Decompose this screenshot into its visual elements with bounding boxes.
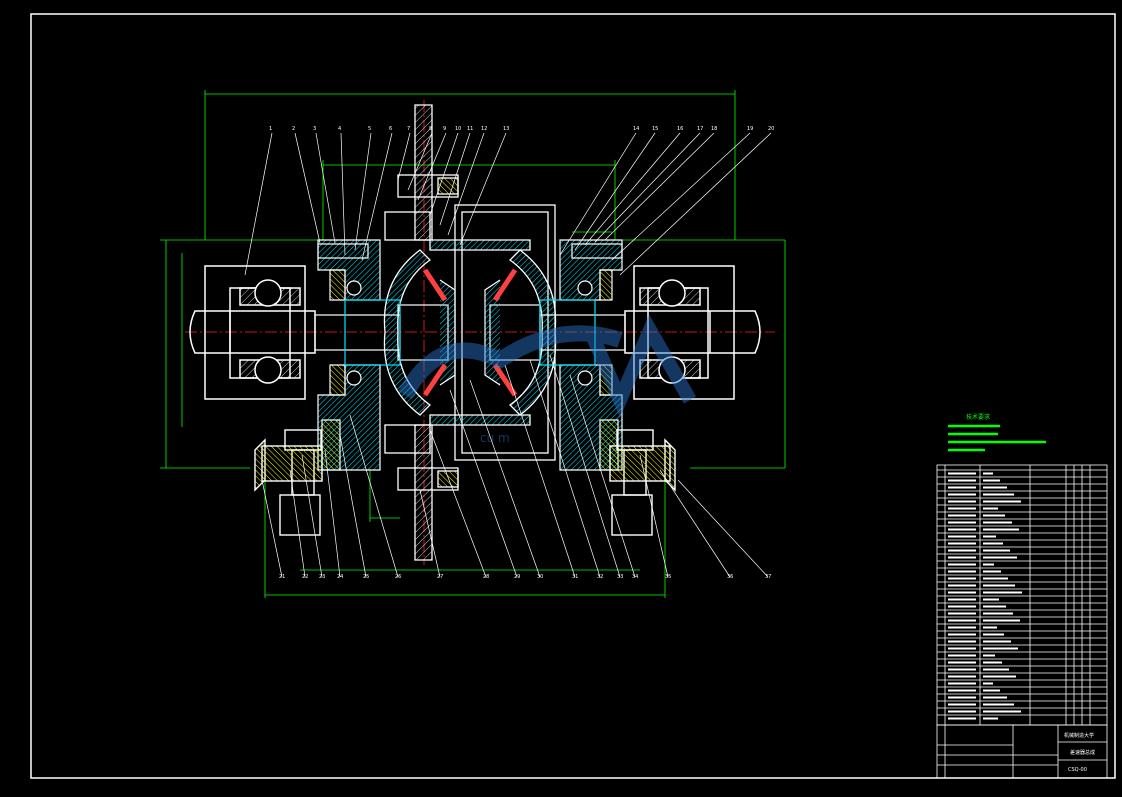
watermark-text: cu m: [480, 431, 510, 445]
balloon-top-label: 13: [503, 126, 509, 132]
balloon-top-label: 9: [443, 126, 446, 132]
balloon-top-label: 17: [697, 126, 703, 132]
mount-bolts: [254, 429, 676, 536]
balloon-bottom-label: 36: [727, 574, 733, 580]
leader-lines-top: [244, 132, 772, 276]
balloon-top-label: 11: [467, 126, 473, 132]
balloon-top-label: 5: [368, 126, 371, 132]
balloon-top-label: 6: [389, 126, 392, 132]
title-block: [936, 724, 1108, 779]
balloon-bottom-label: 31: [572, 574, 578, 580]
balloon-top-label: 16: [677, 126, 683, 132]
left-carrier: [317, 239, 381, 471]
balloon-bottom-label: 25: [363, 574, 369, 580]
balloon-bottom-label: 33: [617, 574, 623, 580]
balloon-bottom-label: 29: [514, 574, 520, 580]
drawing-border: [30, 13, 1116, 779]
balloon-top-label: 18: [711, 126, 717, 132]
inner-shafts: [314, 299, 626, 366]
balloon-top-label: 2: [292, 126, 295, 132]
balloon-top-label: 1: [269, 126, 272, 132]
parts-rows: [937, 469, 1107, 720]
right-carrier: [559, 239, 623, 471]
leader-lines-bottom: [261, 354, 769, 578]
balloon-top-label: 8: [429, 126, 432, 132]
right-axle-shaft: [624, 310, 761, 354]
dimension-lines: [160, 90, 786, 598]
title-drawing-number: CSQ-00: [1068, 767, 1087, 773]
balloon-bottom-label: 24: [337, 574, 343, 580]
balloon-top-label: 10: [455, 126, 461, 132]
ring-gear: [384, 104, 459, 561]
balloon-top-label: 15: [652, 126, 658, 132]
balloon-bottom-label: 28: [483, 574, 489, 580]
balloon-bottom-label: 32: [597, 574, 603, 580]
left-bearing-housing: [204, 265, 306, 400]
balloon-top-label: 4: [338, 126, 341, 132]
balloon-bottom-label: 35: [665, 574, 671, 580]
balloon-bottom-label: 23: [319, 574, 325, 580]
balloon-bottom-label: 37: [765, 574, 771, 580]
technical-notes: 技术要求: [948, 413, 1046, 452]
title-drawing-name: 差速器总成: [1070, 749, 1095, 756]
balloon-bottom-label: 21: [279, 574, 285, 580]
side-gears: [397, 268, 541, 397]
balloon-top-label: 3: [313, 126, 316, 132]
balloon-bottom-label: 34: [632, 574, 638, 580]
balloon-top-label: 20: [768, 126, 774, 132]
parts-list: [936, 464, 1108, 778]
notes-title: 技术要求: [966, 413, 990, 421]
watermark: cu m: [397, 314, 697, 445]
balloon-bottom-label: 22: [302, 574, 308, 580]
balloon-top-label: 7: [407, 126, 410, 132]
right-bearing-housing: [633, 265, 735, 400]
balloon-bottom-label: 30: [537, 574, 543, 580]
differential-case: [383, 204, 557, 461]
balloon-bottom-label: 26: [395, 574, 401, 580]
balloon-top-label: 19: [747, 126, 753, 132]
balloon-top-label: 14: [633, 126, 639, 132]
left-axle-shaft: [189, 310, 316, 354]
balloon-top-label: 12: [481, 126, 487, 132]
title-school: 机械制造大学: [1064, 732, 1094, 739]
center-lines: [185, 100, 775, 565]
balloon-bottom-label: 27: [437, 574, 443, 580]
